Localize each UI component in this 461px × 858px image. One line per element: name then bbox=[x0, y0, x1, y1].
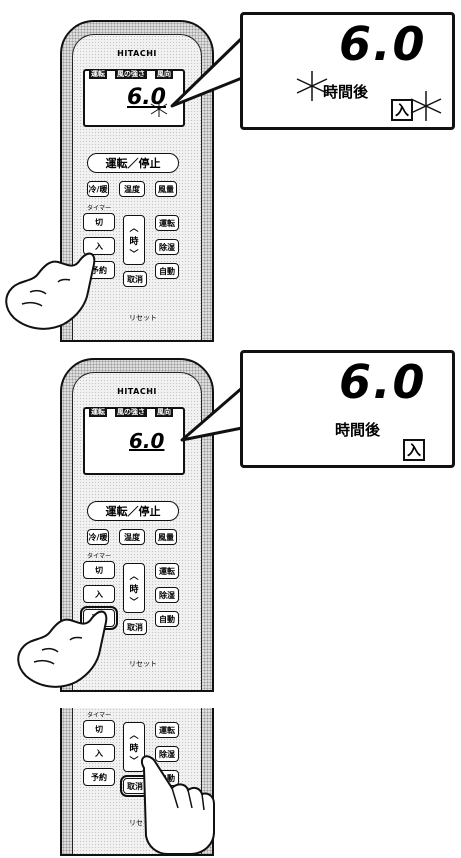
run-stop-button[interactable]: 運転／停止 bbox=[87, 501, 179, 521]
callout-unit-text: 時間後 bbox=[335, 421, 381, 439]
reset-label: リセット bbox=[129, 660, 157, 668]
blink-icon bbox=[150, 101, 168, 117]
hour-label: 時 bbox=[129, 743, 139, 754]
timer-off-button[interactable]: 切 bbox=[83, 213, 115, 231]
reset-label: リセット bbox=[129, 314, 157, 322]
callout-box-2: 6.0 時間後 入 bbox=[240, 350, 455, 468]
mode-button[interactable]: 冷/暖 bbox=[87, 529, 109, 545]
chevron-up-icon: ︿ bbox=[129, 730, 139, 741]
lcd-tab-run: 運転 bbox=[89, 69, 107, 79]
mode-button[interactable]: 冷/暖 bbox=[87, 181, 109, 197]
fan-button[interactable]: 風量 bbox=[155, 181, 177, 197]
timer-on-button[interactable]: 入 bbox=[83, 744, 115, 762]
blink-icon bbox=[296, 71, 328, 101]
callout-box-1: 6.0 時間後 入 bbox=[240, 12, 455, 130]
timer-section-label: タイマー bbox=[87, 205, 112, 212]
remote-faceplate: HITACHI 運転 風の強さ 風向 6.0 運転／停止 冷/暖 温度 風量 タ… bbox=[72, 372, 202, 690]
reset-label: リセット bbox=[129, 819, 157, 827]
right-button-3[interactable]: 自動 bbox=[155, 263, 179, 279]
callout-value: 6.0 bbox=[339, 17, 427, 71]
brand-logo: HITACHI bbox=[117, 49, 157, 58]
temp-button[interactable]: 温度 bbox=[119, 529, 145, 545]
right-button-3[interactable]: 自動 bbox=[155, 611, 179, 627]
hand-pointer-icon bbox=[5, 252, 96, 330]
callout-unit-text: 時間後 bbox=[323, 83, 369, 101]
hour-up-down-button[interactable]: ︿ 時 ﹀ bbox=[123, 563, 145, 613]
right-button-1[interactable]: 運転 bbox=[155, 722, 179, 738]
timer-off-button[interactable]: 切 bbox=[83, 720, 115, 738]
timer-on-button[interactable]: 入 bbox=[83, 237, 115, 255]
callout-pointer bbox=[180, 386, 244, 442]
fan-button[interactable]: 風量 bbox=[155, 529, 177, 545]
timer-section-label: タイマー bbox=[87, 553, 112, 560]
callout-value: 6.0 bbox=[339, 355, 427, 409]
remote-panel-2: HITACHI 運転 風の強さ 風向 6.0 運転／停止 冷/暖 温度 風量 タ… bbox=[60, 358, 214, 692]
blink-icon bbox=[410, 91, 442, 121]
timer-section-label: タイマー bbox=[87, 712, 112, 719]
lcd-tab-direction: 風向 bbox=[155, 69, 173, 79]
timer-off-button[interactable]: 切 bbox=[83, 561, 115, 579]
run-stop-button[interactable]: 運転／停止 bbox=[87, 153, 179, 173]
hand-pointer-icon bbox=[140, 755, 215, 855]
cancel-button[interactable]: 取消 bbox=[123, 619, 147, 635]
callout-pointer bbox=[170, 36, 244, 108]
brand-logo: HITACHI bbox=[117, 387, 157, 396]
temp-button[interactable]: 温度 bbox=[119, 181, 145, 197]
timer-on-button[interactable]: 入 bbox=[83, 585, 115, 603]
lcd-display: 運転 風の強さ 風向 6.0 bbox=[83, 407, 185, 475]
hand-pointer-icon bbox=[17, 610, 108, 688]
right-button-2[interactable]: 除湿 bbox=[155, 587, 179, 603]
remote-faceplate: HITACHI 運転 風の強さ 風向 6.0 運転／停止 冷/暖 温度 風量 タ… bbox=[72, 34, 202, 340]
hour-up-down-button[interactable]: ︿ 時 ﹀ bbox=[123, 215, 145, 265]
callout-state-char: 入 bbox=[403, 439, 425, 461]
hour-up-down-button[interactable]: ︿ 時 ﹀ bbox=[123, 722, 145, 772]
cancel-button[interactable]: 取消 bbox=[120, 775, 150, 797]
hour-label: 時 bbox=[129, 236, 139, 247]
right-button-2[interactable]: 除湿 bbox=[155, 239, 179, 255]
right-button-1[interactable]: 運転 bbox=[155, 215, 179, 231]
chevron-down-icon: ﹀ bbox=[129, 249, 139, 260]
chevron-down-icon: ﹀ bbox=[129, 597, 139, 608]
chevron-down-icon: ﹀ bbox=[129, 756, 139, 767]
lcd-timer-value: 6.0 bbox=[129, 429, 165, 453]
chevron-up-icon: ︿ bbox=[129, 223, 139, 234]
chevron-up-icon: ︿ bbox=[129, 571, 139, 582]
right-button-1[interactable]: 運転 bbox=[155, 563, 179, 579]
hour-label: 時 bbox=[129, 584, 139, 595]
lcd-tab-direction: 風向 bbox=[155, 407, 173, 417]
remote-panel-1: HITACHI 運転 風の強さ 風向 6.0 運転／停止 冷/暖 温度 風量 タ… bbox=[60, 20, 214, 342]
timer-reserve-button[interactable]: 予約 bbox=[83, 768, 115, 786]
lcd-display: 運転 風の強さ 風向 6.0 bbox=[83, 69, 185, 127]
lcd-tab-wind: 風の強さ bbox=[115, 407, 147, 417]
lcd-tab-wind: 風の強さ bbox=[115, 69, 147, 79]
cancel-button[interactable]: 取消 bbox=[123, 271, 147, 287]
callout-state-char: 入 bbox=[391, 99, 413, 121]
right-button-2[interactable]: 除湿 bbox=[155, 746, 179, 762]
lcd-tab-run: 運転 bbox=[89, 407, 107, 417]
